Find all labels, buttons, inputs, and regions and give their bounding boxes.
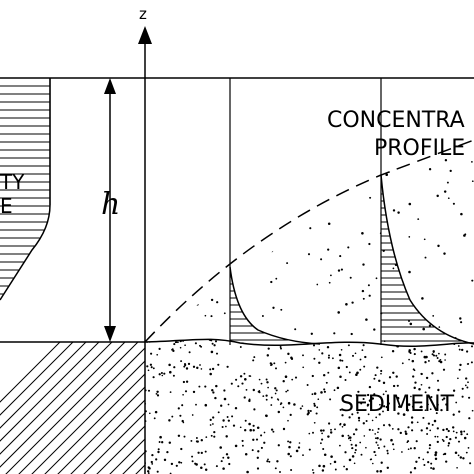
concentration-profile-label-line2: PROFILE bbox=[374, 136, 466, 161]
z-axis-label: z bbox=[139, 5, 147, 23]
depth-label: h bbox=[101, 187, 121, 222]
channel-bank bbox=[0, 341, 145, 474]
concentration-envelope-dashed bbox=[144, 139, 474, 343]
z-axis bbox=[138, 26, 152, 342]
sediment-label: SEDIMENT bbox=[340, 392, 455, 417]
depth-arrow bbox=[104, 78, 116, 342]
suspended-sediment-dots bbox=[145, 140, 474, 343]
velocity-profile-label-line2: E bbox=[0, 194, 13, 218]
concentration-profile-label-line1: CONCENTRA bbox=[327, 108, 465, 133]
concentration-profile-1 bbox=[229, 266, 321, 345]
velocity-profile-label-line1: TY bbox=[0, 170, 25, 194]
